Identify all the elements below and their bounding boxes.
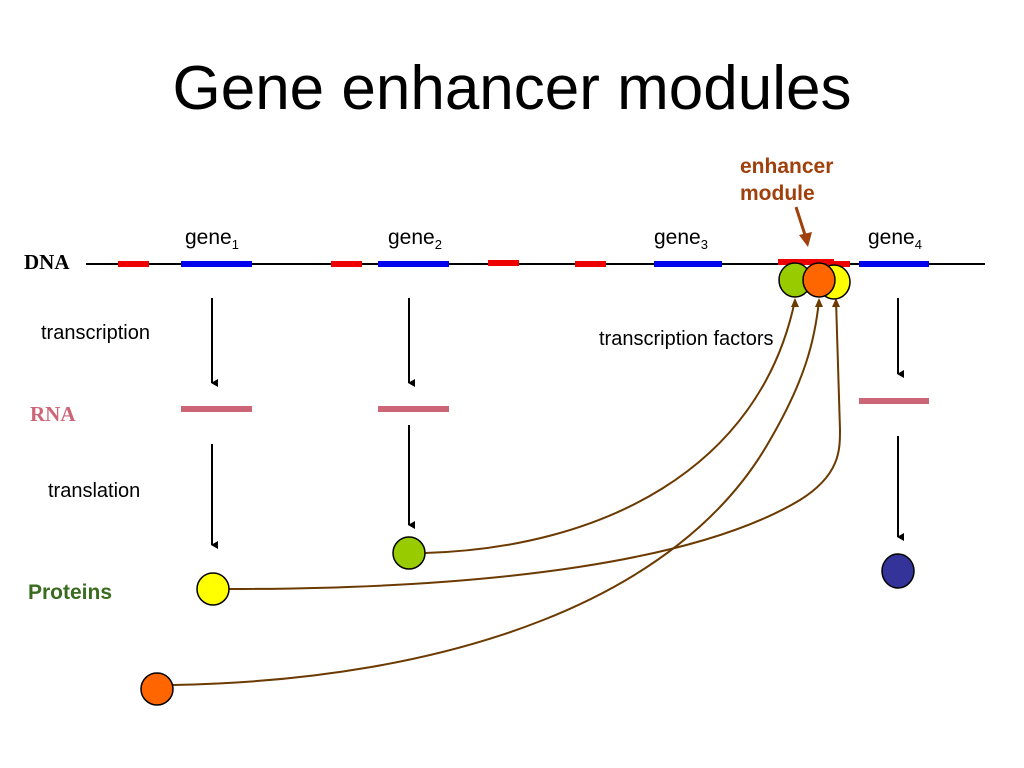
transcription-factors-label: transcription factors (599, 328, 774, 350)
gene-3-segment (654, 261, 722, 267)
orange-protein-connector (172, 298, 823, 686)
bound-orange-factor (802, 262, 836, 298)
enhancer-module-segment (830, 261, 850, 267)
enhancer-label-line2: module (740, 182, 815, 205)
rna-1 (181, 406, 252, 412)
enhancer-segment (575, 261, 606, 267)
green-protein-connector (424, 298, 799, 554)
gene-1-segment (181, 261, 252, 267)
proteins-label: Proteins (28, 581, 113, 604)
rna-4 (859, 398, 929, 404)
gene-name: gene (868, 226, 915, 249)
enhancer-segment (488, 260, 519, 266)
gene-3-label: gene3 (654, 226, 708, 252)
enhancer-module-label: enhancer module (740, 153, 833, 207)
gene-2-label: gene2 (388, 226, 442, 252)
gene-name: gene (654, 226, 701, 249)
gene-4-label: gene4 (868, 226, 922, 252)
gene-name: gene (185, 226, 232, 249)
protein-yellow (196, 572, 230, 606)
gene-subscript: 4 (914, 237, 922, 252)
gene-subscript: 3 (700, 237, 708, 252)
transcription-label: transcription (41, 322, 150, 344)
enhancer-pointer-arrowhead (799, 232, 812, 247)
protein-orange (140, 672, 174, 706)
dna-label: DNA (24, 250, 70, 274)
gene-1-label: gene1 (185, 226, 239, 252)
gene-2-segment (378, 261, 449, 267)
enhancer-segment (118, 261, 149, 267)
rna-2 (378, 406, 449, 412)
gene-subscript: 1 (231, 237, 239, 252)
enhancer-pointer-arrow (794, 206, 808, 239)
enhancer-label-line1: enhancer (740, 155, 834, 178)
slide-title: Gene enhancer modules (172, 54, 852, 123)
protein-blue (881, 553, 915, 589)
protein-green (392, 536, 426, 570)
rna-label: RNA (30, 402, 76, 426)
enhancer-segment (331, 261, 362, 267)
gene-4-segment (859, 261, 929, 267)
gene-subscript: 2 (434, 237, 442, 252)
enhancer-module-segment (778, 259, 834, 265)
gene-name: gene (388, 226, 435, 249)
yellow-protein-connector (228, 298, 842, 590)
translation-label: translation (48, 480, 141, 502)
